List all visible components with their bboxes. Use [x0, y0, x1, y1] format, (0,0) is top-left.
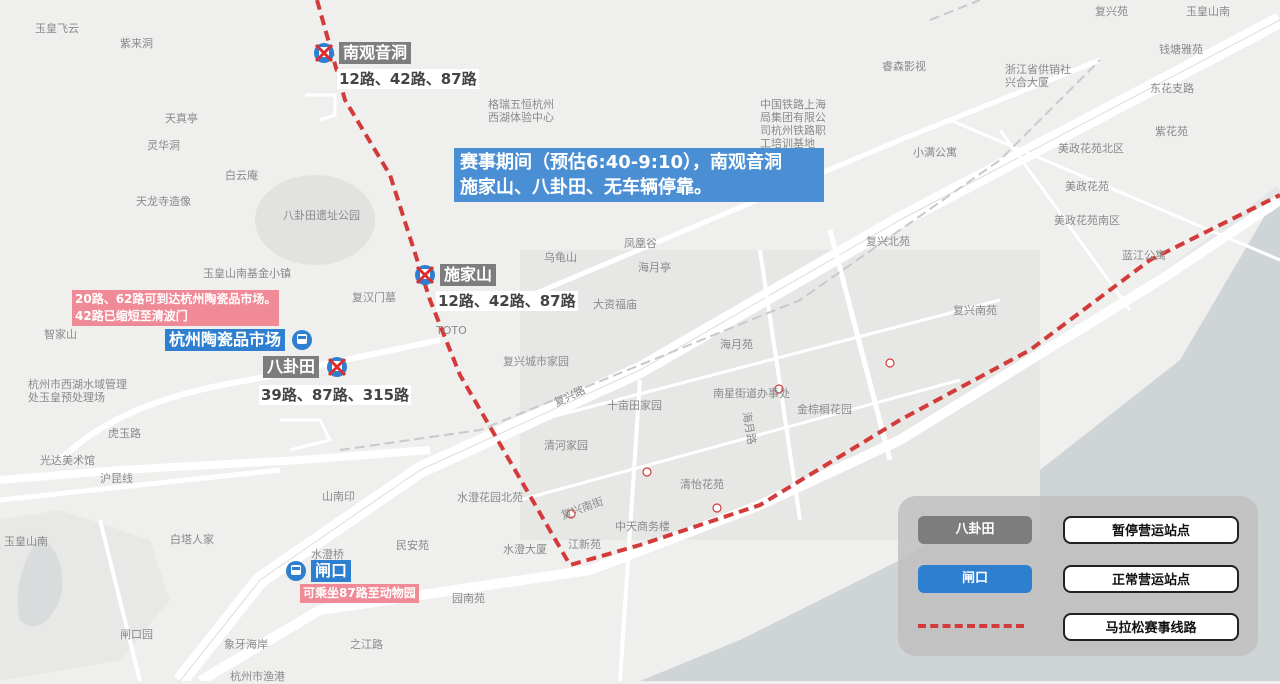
bus-stop-open-icon [286, 561, 306, 581]
map-label: 玉皇山南基金小镇 [203, 267, 291, 280]
legend-suspended-sample: 八卦田 [918, 516, 1032, 544]
stop-baguatian[interactable]: 八卦田 [263, 355, 349, 379]
stop-taociyinshichang[interactable]: 杭州陶瓷品市场 [165, 328, 314, 352]
poi-marker [566, 509, 576, 519]
legend-normal-sample: 闸口 [918, 565, 1032, 593]
map-label: 虎玉路 [108, 427, 141, 440]
note-line-1: 20路、62路可到达杭州陶瓷品市场。 [75, 292, 277, 306]
map-label: 紫来洞 [120, 37, 153, 50]
stop-routes: 39路、87路、315路 [259, 385, 412, 405]
map-label: 浙江省供销社兴合大厦 [1005, 63, 1071, 89]
map-label: 民安苑 [396, 539, 429, 552]
stop-name: 八卦田 [263, 356, 320, 378]
legend-normal-label: 正常营运站点 [1063, 565, 1239, 593]
railway [339, 59, 1101, 451]
map-label: 清怡花苑 [680, 478, 724, 491]
bus-stop-closed-icon [415, 265, 435, 285]
map-label: 乌龟山 [544, 251, 577, 264]
stop-nanguanyindong[interactable]: 南观音洞 [312, 41, 412, 65]
marathon-route [315, 0, 1280, 568]
map-label: 天真亭 [165, 112, 198, 125]
map-label: 南星街道办事处 [713, 387, 790, 400]
map-label: 玉皇山南 [1186, 5, 1230, 18]
map-label: 凤凰谷 [624, 237, 657, 250]
map-label: 中国铁路上海局集团有限公司杭州铁路职工培训基地 [760, 98, 826, 150]
stop-zhakou[interactable]: 闸口 [284, 559, 352, 583]
map-label: 江新苑 [568, 538, 601, 551]
stop-name: 南观音洞 [339, 42, 412, 64]
poi-marker [774, 384, 784, 394]
map-label: 中天商务楼 [615, 520, 670, 533]
map-label: 复汉门墓 [352, 291, 396, 304]
poi-marker [642, 467, 652, 477]
map-label: 十亩田家园 [607, 399, 662, 412]
map-label: 白云庵 [225, 169, 258, 182]
poi-marker [885, 358, 895, 368]
stop-note: 可乘坐87路至动物园 [300, 584, 419, 603]
legend-route-label: 马拉松赛事线路 [1063, 613, 1239, 641]
map-label: 杭州市西湖水域管理处玉皇预处理场 [28, 378, 127, 404]
map-label: 光达美术馆 [40, 454, 95, 467]
map-label: 美政花苑 [1065, 180, 1109, 193]
poi-marker [712, 503, 722, 513]
stop-name: 闸口 [311, 560, 352, 582]
map-label: 美政花苑北区 [1058, 142, 1124, 155]
map-label: 水澄桥 [311, 548, 344, 561]
legend-route-line [918, 624, 1024, 628]
map-label: 大资福庙 [593, 298, 637, 311]
map-label: 象牙海岸 [224, 638, 268, 651]
stop-routes: 12路、42路、87路 [436, 291, 578, 311]
map-label: 钱塘雅苑 [1159, 43, 1203, 56]
event-announcement: 赛事期间（预估6:40-9:10），南观音洞 施家山、八卦田、无车辆停靠。 [454, 148, 824, 202]
map-label: 园南苑 [452, 592, 485, 605]
map-label: TOTO [436, 324, 467, 337]
map-label: 复兴苑 [1095, 5, 1128, 18]
stop-note: 20路、62路可到达杭州陶瓷品市场。 42路已缩短至清波门 [72, 290, 280, 326]
map-label: 白塔人家 [170, 533, 214, 546]
map-label: 水澄花园北苑 [457, 491, 523, 504]
map-label: 玉皇飞云 [35, 22, 79, 35]
map-legend: 八卦田 暂停营运站点 闸口 正常营运站点 马拉松赛事线路 [898, 496, 1258, 656]
map-label: 智家山 [44, 328, 77, 341]
map-label: 小满公寓 [913, 146, 957, 159]
map-label: 海月亭 [638, 261, 671, 274]
map-label: 睿森影视 [882, 60, 926, 73]
map-label: 水澄大厦 [503, 543, 547, 556]
map-label: 杭州市渔港 [230, 670, 285, 683]
legend-suspended-label: 暂停营运站点 [1063, 516, 1239, 544]
map-label: 东花支路 [1150, 82, 1194, 95]
map-label: 金棕榈花园 [797, 403, 852, 416]
map-label: 八卦田遗址公园 [283, 209, 360, 222]
map-label: 海月苑 [720, 338, 753, 351]
map-label: 天龙寺造像 [136, 195, 191, 208]
map-label: 复兴城市家园 [503, 355, 569, 368]
map-label: 闸口园 [120, 628, 153, 641]
bus-stop-closed-icon [314, 43, 334, 63]
map-label: 沪昆线 [100, 472, 133, 485]
map-label: 格瑞五恒杭州西湖体验中心 [488, 98, 554, 124]
zhijiang-road [197, 195, 1280, 681]
stop-routes: 12路、42路、87路 [337, 69, 479, 89]
announcement-line-2: 施家山、八卦田、无车辆停靠。 [460, 177, 712, 198]
map-label: 紫花苑 [1155, 125, 1188, 138]
map-label: 美政花苑南区 [1054, 214, 1120, 227]
announcement-line-1: 赛事期间（预估6:40-9:10），南观音洞 [460, 152, 783, 173]
map-label: 复兴北苑 [866, 235, 910, 248]
map-label: 山南印 [322, 490, 355, 503]
bus-stop-closed-icon [327, 357, 348, 377]
stop-name: 杭州陶瓷品市场 [165, 329, 286, 351]
bus-stop-open-icon [292, 330, 313, 350]
stop-name: 施家山 [440, 264, 497, 286]
map-label: 复兴南苑 [953, 304, 997, 317]
map-label: 清河家园 [544, 439, 588, 452]
note-line-2: 42路已缩短至清波门 [75, 309, 188, 323]
map-label: 之江路 [350, 638, 383, 651]
stop-shijiashan[interactable]: 施家山 [413, 263, 497, 287]
map-label: 灵华洞 [147, 139, 180, 152]
map-label: 玉皇山南 [4, 535, 48, 548]
map-label: 蓝江公寓 [1122, 249, 1166, 262]
